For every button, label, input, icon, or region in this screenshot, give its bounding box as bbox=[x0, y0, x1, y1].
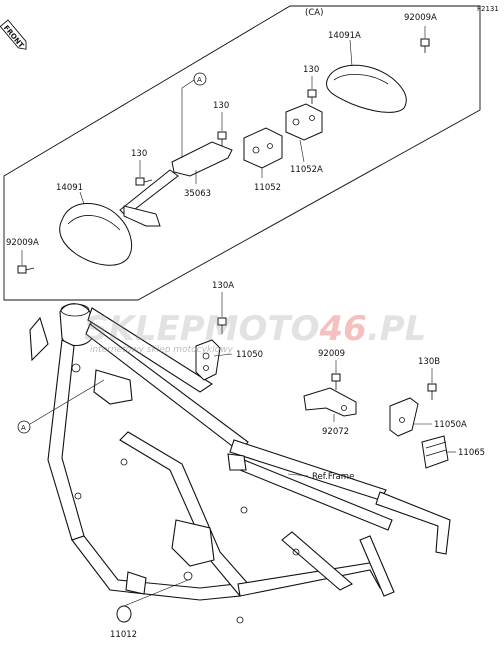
watermark-tagline: internetowy sklep motocyklowy bbox=[90, 345, 233, 355]
label-35063: 35063 bbox=[184, 189, 211, 199]
label-11050A: 11050A bbox=[434, 420, 467, 430]
bracket-11052 bbox=[243, 127, 283, 169]
label-92009: 92009 bbox=[318, 349, 345, 359]
callout-a-lower-letter: A bbox=[21, 424, 26, 432]
ecu-box-11065 bbox=[421, 435, 449, 469]
callout-a-upper bbox=[193, 72, 207, 86]
ca-group-box bbox=[3, 5, 481, 301]
label-11012: 11012 bbox=[110, 630, 137, 640]
bracket-11052A bbox=[285, 103, 323, 141]
label-130A: 130A bbox=[212, 281, 234, 291]
label-130-left: 130 bbox=[131, 149, 147, 159]
front-direction-tag: FRONT bbox=[0, 19, 27, 50]
cover-14091A bbox=[326, 64, 407, 113]
callout-a-lower bbox=[17, 420, 31, 434]
figure-code: F2131 bbox=[477, 5, 499, 13]
bolt-92009A-left bbox=[17, 265, 35, 274]
bolt-130B bbox=[427, 383, 437, 400]
cover-14091 bbox=[59, 202, 132, 266]
watermark-brand-a: SKLEP bbox=[84, 309, 205, 349]
bolt-130A bbox=[217, 317, 227, 334]
label-ref-frame: Ref.Frame bbox=[312, 472, 354, 482]
watermark-brand-c: 46 bbox=[319, 309, 367, 349]
cap-11012 bbox=[116, 605, 132, 623]
watermark-brand-b: MOTO bbox=[205, 309, 320, 349]
ca-label: (CA) bbox=[305, 8, 323, 18]
bolt-130-ca bbox=[307, 89, 317, 104]
bracket-11050 bbox=[195, 339, 221, 381]
label-130-mid: 130 bbox=[213, 101, 229, 111]
svg-text:SKLEPMOTO46.PL: SKLEPMOTO46.PL bbox=[84, 309, 426, 349]
label-130-ca: 130 bbox=[303, 65, 319, 75]
label-14091: 14091 bbox=[56, 183, 83, 193]
label-130B: 130B bbox=[418, 357, 440, 367]
motorcycle-frame bbox=[29, 303, 451, 624]
watermark: SKLEPMOTO46.PL internetowy sklep motocyk… bbox=[84, 309, 426, 355]
label-92009A-left: 92009A bbox=[6, 238, 39, 248]
bolt-130-left bbox=[135, 177, 153, 186]
label-92009A-top: 92009A bbox=[404, 13, 437, 23]
label-11052: 11052 bbox=[254, 183, 281, 193]
bolt-92009A-top bbox=[420, 38, 430, 53]
label-11050: 11050 bbox=[236, 350, 263, 360]
label-11052A: 11052A bbox=[290, 165, 323, 175]
bracket-11050A bbox=[389, 397, 419, 437]
callout-a-upper-letter: A bbox=[197, 76, 202, 84]
bolt-92009 bbox=[331, 373, 341, 390]
bolt-130-mid bbox=[217, 131, 227, 146]
stay-35063 bbox=[119, 141, 233, 227]
label-92072: 92072 bbox=[322, 427, 349, 437]
label-14091A: 14091A bbox=[328, 31, 361, 41]
watermark-brand-d: .PL bbox=[367, 309, 427, 349]
bracket-92072 bbox=[303, 387, 357, 417]
label-11065: 11065 bbox=[458, 448, 485, 458]
